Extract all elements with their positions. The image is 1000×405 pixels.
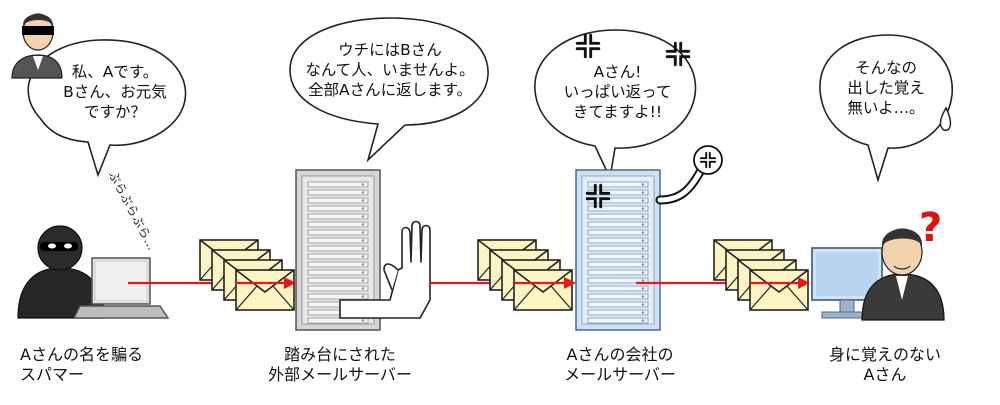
- server-led: [641, 207, 645, 210]
- server-led: [361, 223, 365, 226]
- monitor-icon: [811, 247, 883, 319]
- server-led: [361, 215, 365, 218]
- server-slot: [587, 317, 649, 324]
- server-led: [641, 319, 645, 322]
- server-slot: [587, 181, 649, 188]
- server-slot: [587, 213, 649, 220]
- server-led: [641, 223, 645, 226]
- server-led: [361, 295, 365, 298]
- server-led: [641, 295, 645, 298]
- server-led: [361, 207, 365, 210]
- server-led: [641, 183, 645, 186]
- caption-spammer: Aさんの名を騙る スパマー: [20, 345, 143, 384]
- server-led: [361, 239, 365, 242]
- bubble-stepping-server-text: ウチにはBさん なんて人、いませんよ。 全部Aさんに返します。: [305, 41, 475, 99]
- server-slot: [307, 277, 369, 284]
- server-slot: [587, 301, 649, 308]
- server-slot: [307, 205, 369, 212]
- stop-hand-icon: [339, 220, 431, 319]
- server-slot: [307, 197, 369, 204]
- bubble-victim: [819, 34, 953, 183]
- caption-company-server: Aさんの会社の メールサーバー: [564, 345, 676, 384]
- server-slot: [587, 197, 649, 204]
- server-led: [641, 279, 645, 282]
- server-slot: [587, 237, 649, 244]
- envelope-stack-1: [199, 239, 295, 311]
- server-slot: [307, 261, 369, 268]
- server-led: [641, 231, 645, 234]
- server-slot: [587, 221, 649, 228]
- envelope-stack-2: [477, 239, 573, 311]
- server-led: [361, 279, 365, 282]
- server-slot: [587, 261, 649, 268]
- server-led: [361, 231, 365, 234]
- server-led: [641, 215, 645, 218]
- server-slot: [587, 253, 649, 260]
- caption-stepping-server: 踏み台にされた 外部メールサーバー: [268, 345, 412, 384]
- server-slot: [307, 189, 369, 196]
- server-slot: [307, 285, 369, 292]
- server-slot: [587, 229, 649, 236]
- question-mark: ?: [919, 205, 943, 251]
- server-slot: [587, 277, 649, 284]
- server-led: [361, 191, 365, 194]
- server-slot: [307, 213, 369, 220]
- server-led: [361, 271, 365, 274]
- sweat-drop-icon: [939, 106, 952, 132]
- server-led: [361, 247, 365, 250]
- server-led: [361, 255, 365, 258]
- spammer-figure: [17, 225, 105, 319]
- server-slot: [587, 269, 649, 276]
- server-led: [641, 303, 645, 306]
- server-led: [361, 263, 365, 266]
- server-led: [361, 287, 365, 290]
- caption-victim: 身に覚えのない Aさん: [828, 345, 941, 384]
- server-slot: [307, 181, 369, 188]
- server-slot: [587, 189, 649, 196]
- bubble-stepping-server: [289, 17, 489, 163]
- arrow-overlays: [236, 277, 810, 289]
- server-slot: [307, 317, 369, 324]
- server-led: [641, 311, 645, 314]
- server-slot: [307, 253, 369, 260]
- masked-man-avatar: [11, 13, 63, 79]
- bubble-company-server-text: Aさん! いっぱい返って きてますよ!!: [563, 63, 672, 121]
- server-led: [361, 199, 365, 202]
- bubble-spammer-text: 私、Aです。 Bさん、お元気 ですか？: [63, 63, 167, 121]
- angry-fist-icon: [655, 145, 723, 205]
- victim-figure: [861, 228, 945, 321]
- server-slot: [307, 293, 369, 300]
- server-led: [641, 271, 645, 274]
- server-slot: [307, 229, 369, 236]
- server-led: [641, 199, 645, 202]
- server-slot: [587, 309, 649, 316]
- server-slot: [307, 269, 369, 276]
- server-led: [641, 191, 645, 194]
- server-led: [641, 239, 645, 242]
- server-slot: [587, 205, 649, 212]
- bubble-victim-text: そんなの 出した覚え 無いよ…。: [847, 59, 925, 117]
- server-led: [361, 319, 365, 322]
- server-slot: [587, 285, 649, 292]
- server-slot: [587, 293, 649, 300]
- server-led: [641, 255, 645, 258]
- server-slot: [307, 221, 369, 228]
- server-led: [361, 183, 365, 186]
- laptop-icon: [72, 257, 170, 319]
- server-led: [641, 287, 645, 290]
- server-led: [641, 263, 645, 266]
- server-led: [641, 247, 645, 250]
- server-slot: [307, 237, 369, 244]
- server-slot: [587, 245, 649, 252]
- envelope-stack-3: [713, 239, 809, 311]
- server-slot: [307, 245, 369, 252]
- bubble-company-server: [534, 29, 697, 181]
